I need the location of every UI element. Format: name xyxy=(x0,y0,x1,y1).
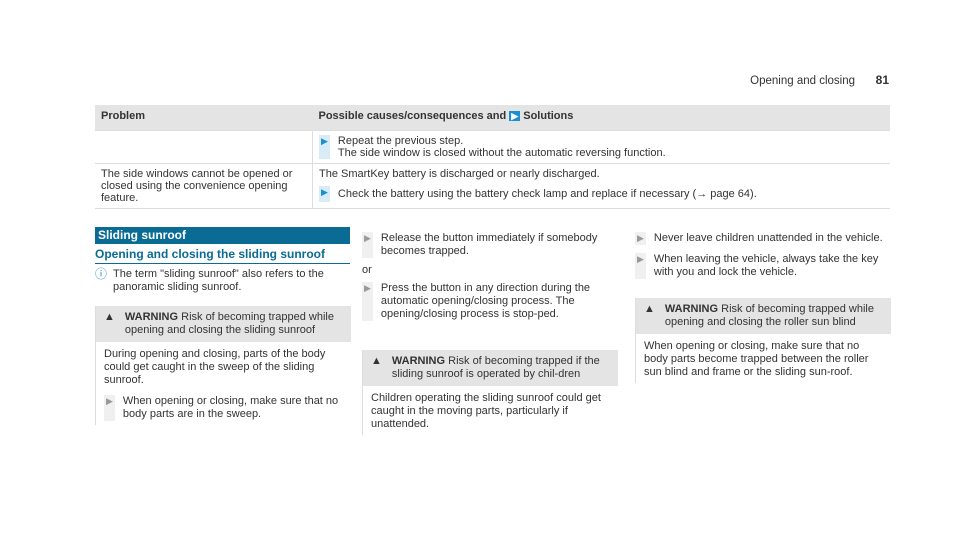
warning-body: When opening or closing, make sure that … xyxy=(644,340,869,378)
problem-cell: The side windows cannot be opened or clo… xyxy=(95,163,313,209)
warning-body: During opening and closing, parts of the… xyxy=(104,348,326,386)
warning-heading: WARNING Risk of becoming trapped while o… xyxy=(125,311,345,337)
step-text: Never leave children unattended in the v… xyxy=(653,232,883,244)
warning-triangle-icon: ▲ xyxy=(104,311,115,323)
arrow-icon: ▶ xyxy=(509,111,521,121)
step-text[interactable]: Check the battery using the battery chec… xyxy=(337,188,757,200)
result-text: The side window is closed without the au… xyxy=(337,147,666,159)
table-header: Problem Possible causes/consequences and… xyxy=(95,105,890,131)
solution-cell: The SmartKey battery is discharged or ne… xyxy=(312,163,890,209)
note-text: The term "sliding sunroof" also refers t… xyxy=(113,268,324,293)
step-text: Press the button in any direction during… xyxy=(380,282,591,320)
header-causes-text: Possible causes/consequences and xyxy=(318,110,507,122)
table-row: ▶ Repeat the previous step.The side windo… xyxy=(95,130,890,164)
running-header: Opening and closing xyxy=(750,75,855,87)
warning-triangle-icon: ▲ xyxy=(371,355,382,367)
warning-label: WARNING xyxy=(124,311,179,323)
column-3: ▶ Never leave children unattended in the … xyxy=(635,232,890,279)
cause-text: The SmartKey battery is discharged or ne… xyxy=(319,168,600,180)
problem-cell xyxy=(95,130,313,164)
page-number: 81 xyxy=(875,73,889,87)
section-title: Sliding sunroof xyxy=(95,227,350,244)
warning-title: Risk of becoming trapped while opening a… xyxy=(124,311,334,336)
step-arrow-icon: ▶ xyxy=(319,135,330,159)
step-text: Repeat the previous step. xyxy=(337,135,464,147)
table-row: The side windows cannot be opened or clo… xyxy=(95,163,890,209)
warning-label: WARNING xyxy=(391,355,446,367)
warning-title: Risk of becoming trapped while opening a… xyxy=(664,303,874,328)
step-arrow-icon: ▶ xyxy=(635,253,646,279)
warning-title: Risk of becoming trapped if the sliding … xyxy=(391,355,600,380)
warning-box: ▲ WARNING Risk of becoming trapped while … xyxy=(635,298,891,383)
info-icon: ⓘ xyxy=(95,267,108,281)
header-solutions: Solutions xyxy=(523,110,574,122)
warning-box: ▲ WARNING Risk of becoming trapped while … xyxy=(95,306,351,425)
troubleshooting-table: Problem Possible causes/consequences and… xyxy=(95,105,890,209)
warning-heading: WARNING Risk of becoming trapped if the … xyxy=(392,355,612,381)
header-causes: Possible causes/consequences and ▶ Solut… xyxy=(312,105,890,131)
step-arrow-icon: ▶ xyxy=(362,282,373,321)
step-arrow-icon: ▶ xyxy=(319,186,330,202)
warning-label: WARNING xyxy=(664,303,719,315)
or-text: or xyxy=(362,264,372,276)
step-arrow-icon: ▶ xyxy=(362,232,373,258)
step-arrow-icon: ▶ xyxy=(104,395,115,421)
info-note: ⓘ The term "sliding sunroof" also refers… xyxy=(95,268,350,294)
warning-box: ▲ WARNING Risk of becoming trapped if the… xyxy=(362,350,618,435)
header-problem: Problem xyxy=(95,105,313,131)
subsection-title: Opening and closing the sliding sunroof xyxy=(95,248,350,264)
step-text: When leaving the vehicle, always take th… xyxy=(653,253,879,278)
column-2: ▶ Release the button immediately if someb… xyxy=(362,232,617,321)
step-text: When opening or closing, make sure that … xyxy=(122,395,339,420)
warning-heading: WARNING Risk of becoming trapped while o… xyxy=(665,303,885,329)
warning-triangle-icon: ▲ xyxy=(644,303,655,315)
solution-cell: ▶ Repeat the previous step.The side windo… xyxy=(312,130,890,164)
step-arrow-icon: ▶ xyxy=(635,232,646,245)
step-text: Release the button immediately if somebo… xyxy=(380,232,598,257)
warning-body: Children operating the sliding sunroof c… xyxy=(371,392,601,430)
